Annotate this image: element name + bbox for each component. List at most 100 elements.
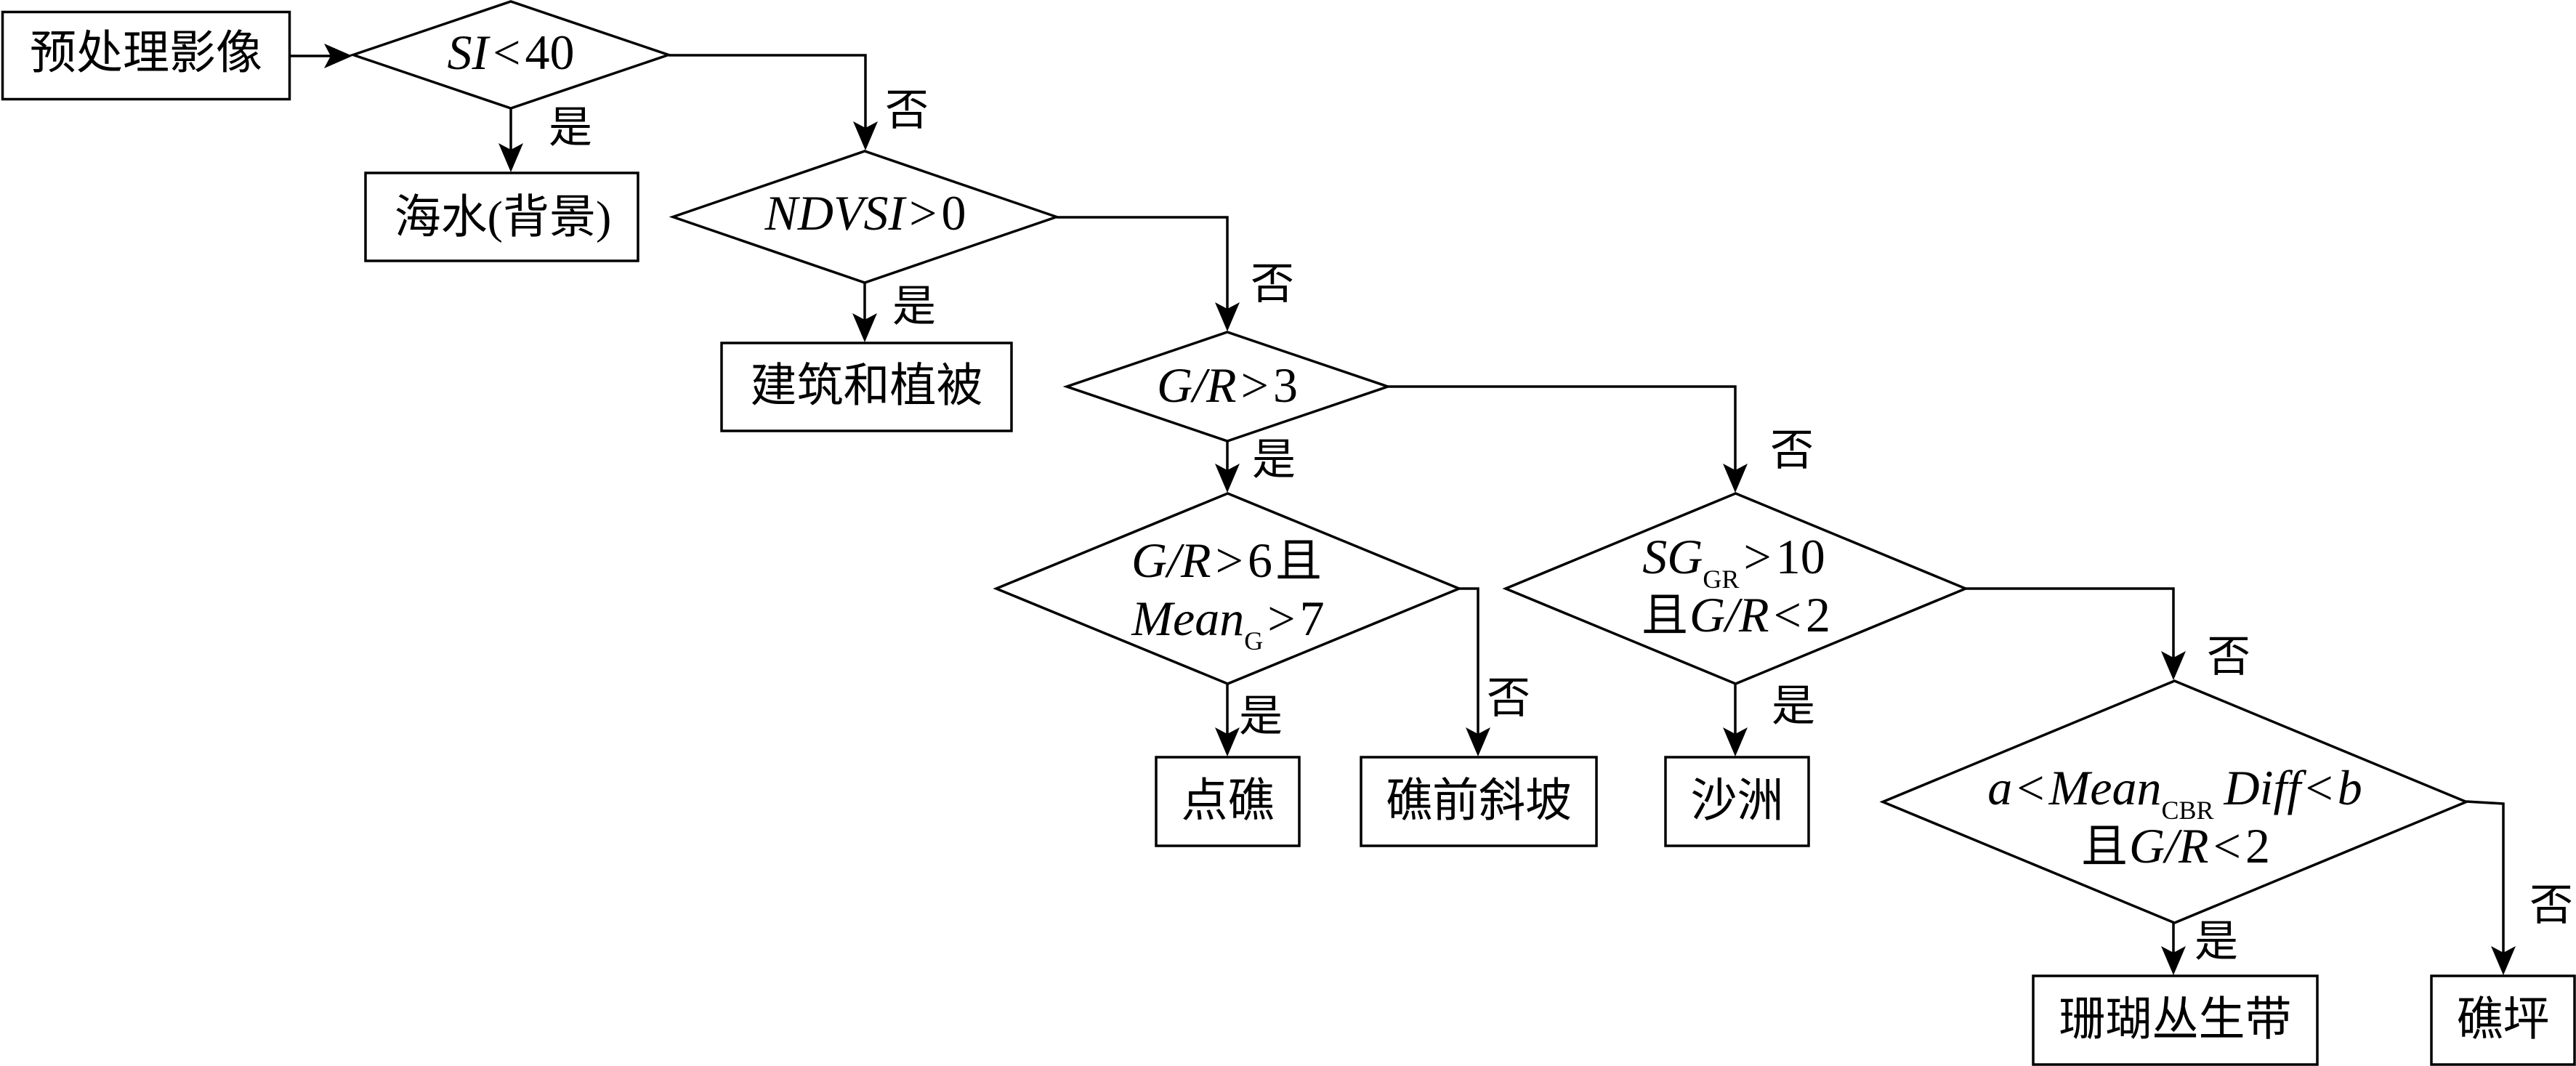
result-box xyxy=(364,171,639,262)
condition-text: SI<40 xyxy=(447,25,574,80)
branch-label-yes: 是 xyxy=(892,283,936,331)
threshold-value: 0 xyxy=(942,185,966,241)
condition-variable: G/R xyxy=(1689,587,1769,642)
edge-preprocess-to-si xyxy=(290,44,352,68)
arrowhead xyxy=(1215,727,1240,756)
comparison-operator: > xyxy=(1743,529,1771,584)
threshold-value: 6 xyxy=(1248,533,1272,588)
branch-label-no: 否 xyxy=(1770,427,1814,475)
result-node-coral-zone: 珊瑚丛生带 xyxy=(2032,974,2319,1066)
decision-node-ndvsi: NDVSI>0 xyxy=(669,150,1061,284)
connector-line xyxy=(1388,385,1737,475)
threshold-value: 3 xyxy=(1273,358,1298,413)
result-node-patch-reef: 点礁 xyxy=(1155,756,1301,847)
result-box xyxy=(720,342,1013,432)
comparison-operator: < xyxy=(1774,587,1801,642)
decision-diamond xyxy=(993,492,1463,685)
lower-bound-variable: a xyxy=(1987,760,2012,815)
decision-node-si: SI<40 xyxy=(349,0,673,110)
comparison-operator: < xyxy=(2213,818,2241,873)
condition-variable: Mean xyxy=(2048,760,2162,815)
condition-variable: G/R xyxy=(1157,358,1237,413)
arrowhead xyxy=(498,143,523,172)
result-box xyxy=(1664,756,1810,847)
condition-variable: Mean xyxy=(1131,591,1244,646)
connector-line xyxy=(2466,800,2505,957)
branch-label-no: 否 xyxy=(885,86,929,134)
result-node-fore-reef-slope: 礁前斜坡 xyxy=(1360,756,1598,847)
condition-variable: SI xyxy=(447,25,490,80)
connector-line xyxy=(1966,587,2175,662)
conjunction-and: 且 xyxy=(2081,821,2128,873)
edge-mean-cbr-diff-yes: 是 xyxy=(2161,918,2238,975)
condition-variable: G/R xyxy=(2129,818,2209,873)
arrowhead xyxy=(852,313,877,342)
decision-node-gr6-meang: G/R>6且 MeanG>7 xyxy=(993,492,1463,685)
arrowhead xyxy=(1723,464,1748,493)
branch-label-yes: 是 xyxy=(1252,436,1296,484)
condition-subscript: CBR xyxy=(2161,796,2213,825)
threshold-value: 7 xyxy=(1300,591,1325,646)
comparison-operator: < xyxy=(2016,760,2044,815)
edge-si-no: 否 xyxy=(669,54,929,150)
result-box xyxy=(1360,756,1598,847)
condition-line-2: 且G/R<2 xyxy=(1642,587,1830,642)
result-node-reef-flat: 礁坪 xyxy=(2430,974,2576,1066)
node-label: 珊瑚丛生带 xyxy=(2059,994,2292,1046)
comparison-operator: < xyxy=(2305,760,2333,815)
comparison-operator: > xyxy=(1267,591,1295,646)
upper-bound-variable: b xyxy=(2338,760,2362,815)
edge-sggr-no: 否 xyxy=(1966,587,2250,681)
branch-label-yes: 是 xyxy=(2195,918,2238,966)
result-box xyxy=(2032,974,2319,1066)
arrowhead xyxy=(1215,464,1240,493)
edge-mean-cbr-diff-no: 否 xyxy=(2466,800,2573,975)
node-label: 预处理影像 xyxy=(30,28,262,79)
edge-ndvsi-no: 否 xyxy=(1057,216,1294,331)
condition-line-2: MeanG>7 xyxy=(1131,591,1324,655)
condition-variable: SG xyxy=(1642,529,1703,584)
comparison-operator: > xyxy=(1216,533,1243,588)
decision-node-gr3: G/R>3 xyxy=(1062,331,1392,443)
branch-label-yes: 是 xyxy=(1772,682,1815,730)
threshold-value: 10 xyxy=(1776,529,1825,584)
arrowhead xyxy=(1723,727,1748,756)
node-label: 海水(背景) xyxy=(395,192,612,243)
edge-gr3-yes: 是 xyxy=(1215,436,1296,493)
conjunction-and: 且 xyxy=(1275,536,1322,587)
edge-si-yes: 是 xyxy=(498,104,592,172)
arrowhead xyxy=(1466,727,1490,756)
result-box xyxy=(2430,974,2576,1066)
branch-label-no: 否 xyxy=(2207,633,2250,681)
comparison-operator: > xyxy=(909,185,937,241)
arrowhead xyxy=(324,44,352,68)
edge-gr3-no: 否 xyxy=(1388,385,1814,493)
node-label: 建筑和植被 xyxy=(751,360,983,412)
edge-gr6-meang-yes: 是 xyxy=(1215,684,1283,756)
decision-node-sggr: SGGR>10 且G/R<2 xyxy=(1502,492,1969,685)
threshold-value: 40 xyxy=(525,25,575,80)
node-label: 点礁 xyxy=(1182,775,1275,827)
edge-sggr-yes: 是 xyxy=(1723,682,1815,756)
condition-variable: NDVSI xyxy=(764,185,907,241)
branch-label-no: 否 xyxy=(1487,674,1530,722)
node-label: 礁坪 xyxy=(2457,994,2550,1046)
condition-text: G/R>3 xyxy=(1157,358,1298,413)
condition-line-1: G/R>6且 xyxy=(1131,533,1322,588)
branch-label-no: 否 xyxy=(1251,260,1294,308)
condition-variable: Diff xyxy=(2224,760,2307,815)
arrowhead xyxy=(2161,651,2186,680)
conjunction-and: 且 xyxy=(1642,590,1688,642)
threshold-value: 2 xyxy=(2245,818,2270,873)
branch-label-no: 否 xyxy=(2529,881,2573,929)
process-node-preprocess: 预处理影像 xyxy=(1,10,291,101)
result-node-building-vegetation: 建筑和植被 xyxy=(720,342,1013,432)
condition-line-2: 且G/R<2 xyxy=(2081,818,2270,873)
result-node-sand-cay: 沙洲 xyxy=(1664,756,1810,847)
node-label: 沙洲 xyxy=(1691,775,1784,827)
condition-subscript: GR xyxy=(1703,565,1739,594)
connector-line xyxy=(669,54,867,132)
